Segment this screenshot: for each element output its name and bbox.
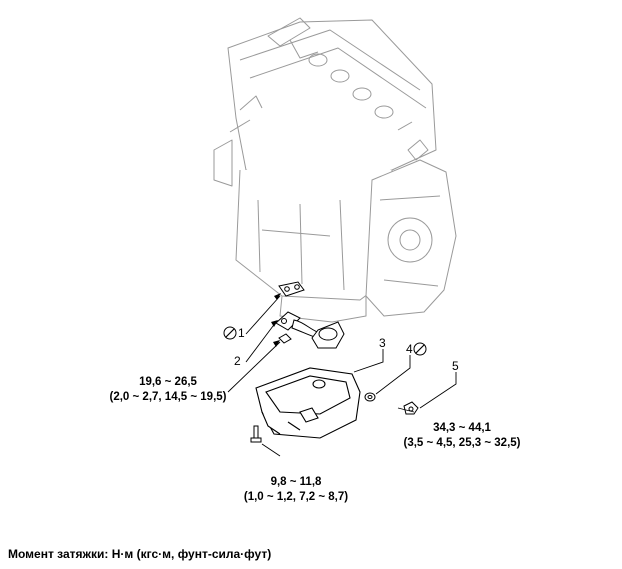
engine-block	[213, 17, 457, 323]
strainer-bolt-torque-nm: 19,6 ~ 26,5	[139, 376, 197, 388]
oil-pan	[255, 367, 361, 439]
callout-1: 1	[238, 326, 245, 340]
arrowheads	[271, 293, 281, 347]
torque-units-note: Момент затяжки: Н·м (кгс·м, фунт-сила·фу…	[8, 547, 272, 561]
callout-2: 2	[234, 354, 241, 368]
pan-bolt	[250, 425, 262, 443]
callout-4: 4	[406, 342, 413, 356]
drain-plug-torque-nm: 34,3 ~ 44,1	[433, 422, 491, 434]
leader-lines	[227, 295, 457, 457]
replace-part-icon	[223, 326, 237, 340]
drain-plug-washer	[364, 392, 376, 402]
oil-strainer	[275, 311, 345, 349]
gasket-part	[278, 281, 305, 297]
pan-bolt-torque-nm: 9,8 ~ 11,8	[271, 476, 322, 488]
drain-plug	[403, 401, 419, 415]
callout-5: 5	[452, 359, 459, 373]
strainer-bolt-torque-alt: (2,0 ~ 2,7, 14,5 ~ 19,5)	[110, 391, 227, 403]
replace-part-icon	[413, 342, 427, 356]
callout-3: 3	[379, 336, 386, 350]
pan-bolt-torque-alt: (1,0 ~ 1,2, 7,2 ~ 8,7)	[244, 491, 348, 503]
strainer-bolt	[278, 333, 292, 344]
drain-plug-torque-alt: (3,5 ~ 4,5, 25,3 ~ 32,5)	[404, 437, 521, 449]
